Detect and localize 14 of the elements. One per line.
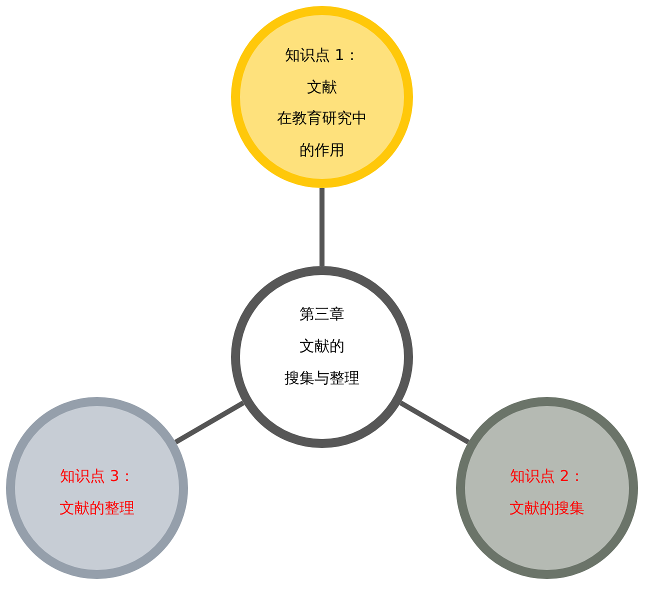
node-text: 文献的搜集 xyxy=(510,498,584,518)
node-text: 文献的整理 xyxy=(60,498,134,518)
node-heading: 知识点 3： xyxy=(60,466,134,486)
node-text: 的作用 xyxy=(300,140,344,160)
node-heading: 知识点 1： xyxy=(285,45,360,65)
node-text: 文献的 xyxy=(300,336,344,356)
node-text: 文献 xyxy=(307,77,337,97)
connector-line xyxy=(174,400,245,444)
node-text: 在教育研究中 xyxy=(277,108,367,128)
connector-line xyxy=(399,400,470,444)
connector-line xyxy=(320,188,324,266)
node-heading: 第三章 xyxy=(300,304,344,324)
node-heading: 知识点 2： xyxy=(510,466,584,486)
node-text: 搜集与整理 xyxy=(284,368,360,388)
